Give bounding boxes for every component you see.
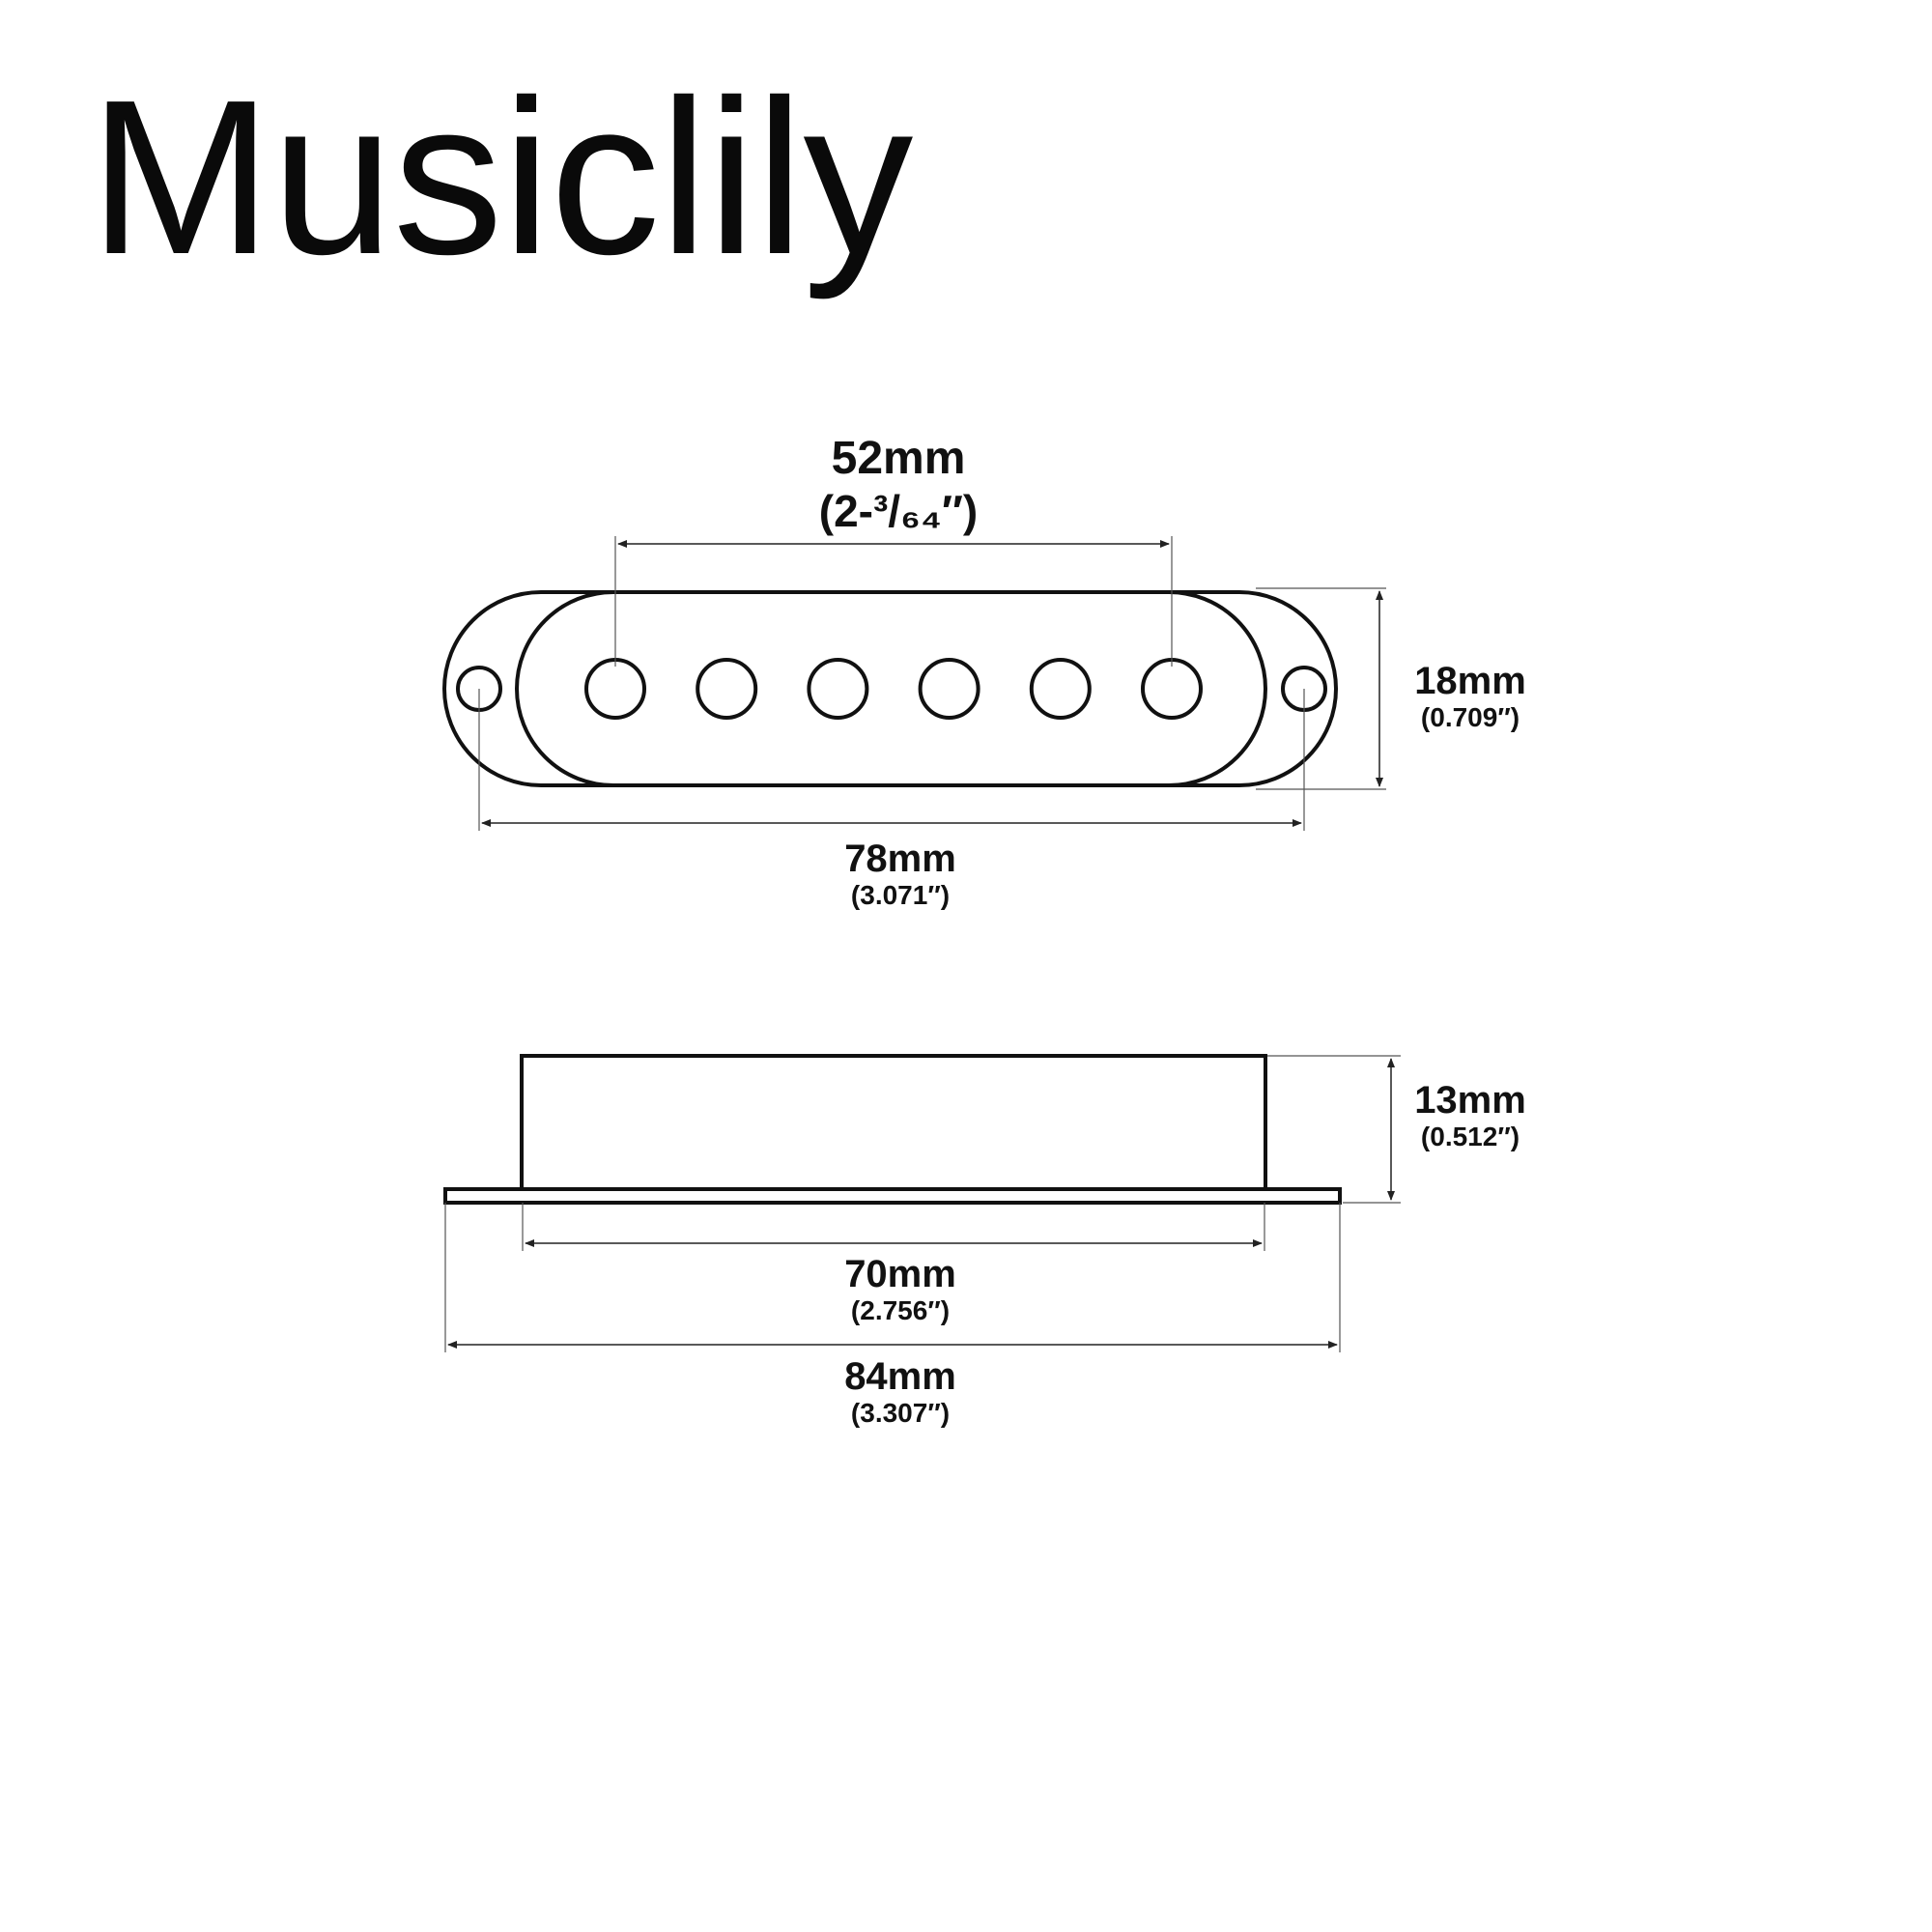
top-view: 52mm (2-³/₆₄″) 18mm (0.709″) 78mm (3.071… — [442, 433, 1526, 910]
pole-spacing-dimension: 52mm (2-³/₆₄″) — [614, 433, 1173, 667]
flange-length-dimension: 84mm (3.307″) — [444, 1203, 1341, 1428]
cover-length-dimension: 70mm (2.756″) — [522, 1203, 1265, 1325]
height-dimension: 13mm (0.512″) — [1267, 1055, 1526, 1204]
mount-spacing-inch-label: (3.071″) — [851, 880, 950, 910]
side-view: 13mm (0.512″) 70mm (2.756″) 84mm (3.307″… — [443, 1054, 1526, 1428]
flange-length-mm-label: 84mm — [844, 1355, 956, 1398]
pole-piece-6 — [1141, 658, 1203, 720]
pole-piece-5 — [1029, 658, 1092, 720]
brand-title: Musiclily — [89, 55, 913, 300]
pole-piece-3 — [807, 658, 869, 720]
width-dimension: 18mm (0.709″) — [1256, 587, 1526, 790]
mount-spacing-mm-label: 78mm — [844, 838, 956, 880]
height-mm-label: 13mm — [1414, 1079, 1526, 1122]
pole-piece-4 — [918, 658, 980, 720]
side-flange-outline — [443, 1187, 1342, 1205]
pole-spacing-mm-label: 52mm — [832, 433, 966, 484]
cover-length-inch-label: (2.756″) — [851, 1295, 950, 1325]
width-mm-label: 18mm — [1414, 660, 1526, 702]
width-inch-label: (0.709″) — [1421, 702, 1520, 732]
pole-pieces — [584, 658, 1203, 720]
side-cover-outline — [520, 1054, 1267, 1191]
pickup-cover-outline — [515, 590, 1267, 787]
pole-piece-1 — [584, 658, 646, 720]
height-inch-label: (0.512″) — [1421, 1122, 1520, 1151]
cover-length-mm-label: 70mm — [844, 1253, 956, 1295]
mount-spacing-dimension: 78mm (3.071″) — [478, 689, 1305, 910]
pole-piece-2 — [696, 658, 758, 720]
pole-spacing-inch-label: (2-³/₆₄″) — [819, 486, 978, 536]
base-plate-outline — [442, 590, 1338, 787]
flange-length-inch-label: (3.307″) — [851, 1398, 950, 1428]
